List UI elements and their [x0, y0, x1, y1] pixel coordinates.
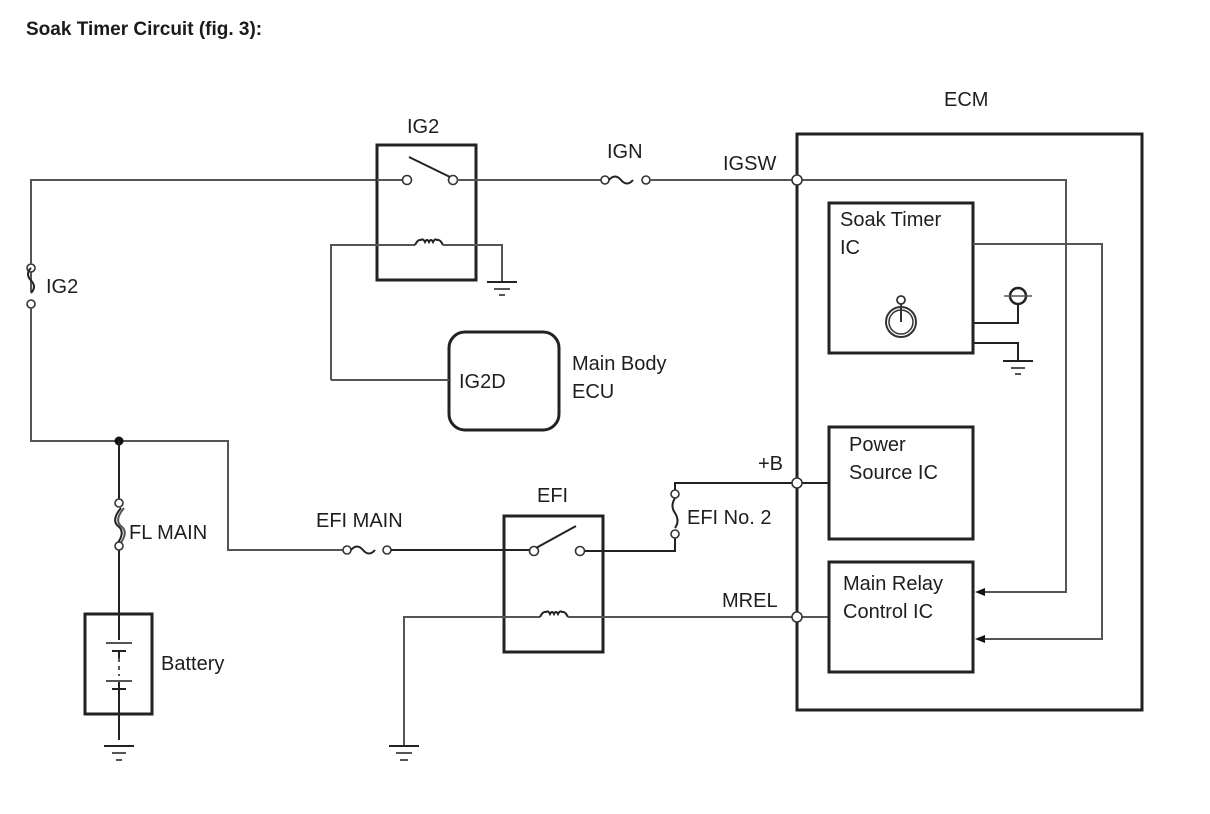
main-relay-control-ic-box [827, 560, 975, 674]
power-source-ic-label-line1: Power [849, 434, 906, 456]
main-relay-control-ic-label-line2: Control IC [843, 601, 933, 623]
wire-ig2-fuse-to-efi-main [30, 308, 345, 551]
soak-timer-ic-label-line1: Soak Timer [840, 209, 941, 231]
ig2d-terminal-label: IG2D [459, 371, 506, 393]
ig2-relay-label: IG2 [407, 116, 439, 138]
ign-fuse-label: IGN [607, 141, 643, 163]
ecm-box [795, 132, 1144, 712]
battery-ground-icon [104, 745, 134, 761]
ig2-relay-box [375, 143, 478, 282]
diagram-title: Soak Timer Circuit (fig. 3): [26, 19, 263, 40]
stopwatch-icon [885, 295, 917, 338]
wire-efi-no2-to-plus-b [674, 482, 828, 490]
ig2-relay-coil-icon [414, 238, 444, 246]
wire-ground-to-efi-coil [403, 616, 540, 745]
igsw-terminal [791, 174, 803, 186]
main-relay-control-ic-label-line1: Main Relay [843, 573, 943, 595]
power-source-ic-label-line2: Source IC [849, 462, 938, 484]
wire-ig2d-to-coil [330, 244, 415, 380]
arrow-icon [975, 635, 985, 643]
soak-timer-ground-icon [1003, 360, 1033, 375]
efi-relay-coil-icon [539, 610, 569, 618]
arrow-icon [975, 588, 985, 596]
wire-soak-timer-to-main-relay [973, 243, 1103, 640]
efi-relay-switch-icon [528, 525, 586, 557]
mrel-label: MREL [722, 590, 778, 612]
efi-main-fuse-label: EFI MAIN [316, 510, 403, 532]
soak-timer-ic-label-line2: IC [840, 237, 860, 259]
soak-timer-ic-box [827, 201, 975, 355]
power-source-ic-box [827, 425, 975, 541]
efi-ground-icon [389, 745, 419, 761]
wire-soak-timer-to-ground [973, 342, 1019, 361]
fl-main-fuse-label: FL MAIN [129, 522, 207, 544]
wire-coil-to-ground [443, 244, 503, 282]
ign-fuse-icon [600, 175, 651, 185]
wire-soak-timer-to-backup [973, 303, 1019, 324]
efi-no2-fuse-icon [670, 489, 680, 539]
wire-igsw-to-main-relay [797, 179, 1067, 593]
battery-label: Battery [161, 653, 224, 675]
efi-relay-box [502, 514, 605, 654]
plus-b-terminal [791, 477, 803, 489]
plus-b-label: +B [758, 453, 783, 475]
efi-relay-label: EFI [537, 485, 568, 507]
efi-main-fuse-icon [342, 545, 392, 555]
wire-ig2-fuse-to-ig2-relay [30, 179, 407, 292]
ig2-fuse-label: IG2 [46, 276, 78, 298]
ig2-relay-switch-icon [377, 156, 459, 186]
efi-no2-fuse-label: EFI No. 2 [687, 507, 771, 529]
backup-power-icon [1004, 286, 1032, 306]
ground-icon [487, 281, 517, 296]
battery-cell-icon [106, 640, 132, 690]
ecm-label: ECM [944, 89, 988, 111]
mrel-terminal [791, 611, 803, 623]
fl-main-fuse-icon [114, 498, 126, 551]
main-body-ecu-label-line1: Main Body [572, 353, 667, 375]
battery-box [83, 612, 154, 716]
wire-efi-relay-to-efi-no2 [585, 538, 676, 552]
main-body-ecu-label-line2: ECU [572, 381, 614, 403]
igsw-label: IGSW [723, 153, 776, 175]
